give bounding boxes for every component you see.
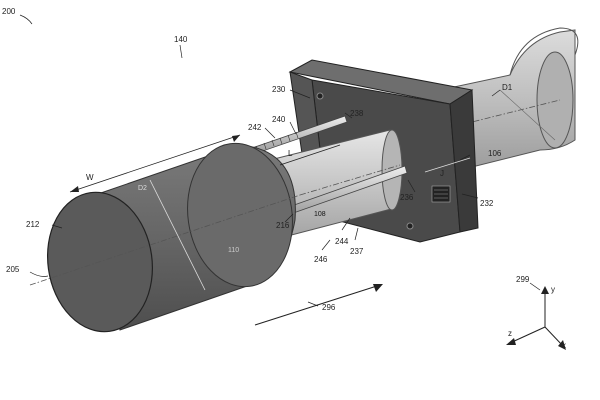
coordinate-axes — [506, 286, 566, 350]
label-240: 240 — [272, 115, 286, 124]
label-axis-x: x — [562, 341, 566, 350]
label-244: 244 — [335, 237, 349, 246]
label-230: 230 — [272, 85, 286, 94]
label-140: 140 — [174, 35, 188, 44]
label-236: 236 — [400, 193, 414, 202]
label-237: 237 — [350, 247, 364, 256]
label-W: W — [86, 173, 94, 182]
reference-labels: 200 140 230 238 242 240 L D1 106 236 J 2… — [2, 7, 566, 350]
label-205: 205 — [6, 265, 20, 274]
label-D1: D1 — [502, 83, 513, 92]
label-axis-z: z — [508, 329, 512, 338]
label-110: 110 — [228, 247, 239, 254]
label-299: 299 — [516, 275, 530, 284]
label-212: 212 — [26, 220, 40, 229]
label-216: 216 — [276, 221, 290, 230]
label-106: 106 — [488, 149, 502, 158]
leader-lines — [19, 14, 541, 307]
main-cylinder — [29, 142, 401, 333]
width-dimension — [69, 134, 241, 193]
direction-arrow-296 — [254, 284, 383, 326]
label-108: 108 — [314, 211, 326, 218]
label-L: L — [288, 149, 293, 158]
label-246: 246 — [314, 255, 328, 264]
label-242: 242 — [248, 123, 262, 132]
label-296: 296 — [322, 303, 336, 312]
label-axis-y: y — [551, 285, 555, 294]
label-232: 232 — [480, 199, 494, 208]
label-200: 200 — [2, 7, 16, 16]
label-238: 238 — [350, 109, 364, 118]
label-D2: D2 — [138, 185, 147, 192]
length-dimension — [279, 144, 341, 166]
label-J: J — [440, 169, 444, 178]
inner-shaft — [269, 129, 403, 239]
j-dimension — [424, 157, 471, 173]
